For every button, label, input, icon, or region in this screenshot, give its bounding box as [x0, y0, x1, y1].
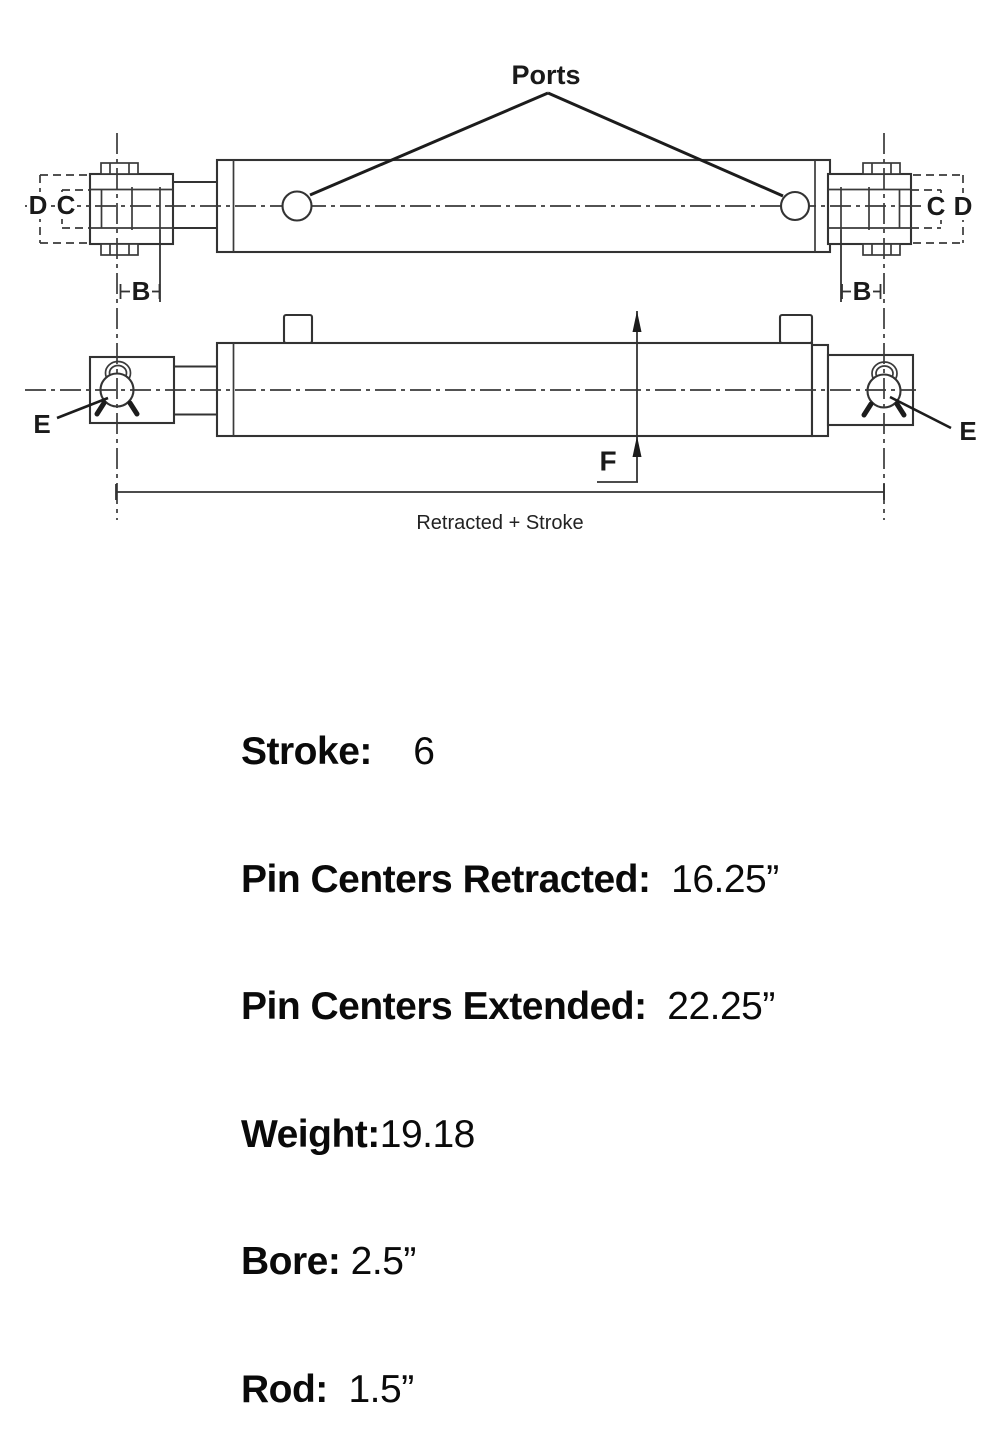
spec-rod-label: Rod: [241, 1367, 328, 1411]
b-right-label: B [853, 276, 872, 306]
spec-stroke: Stroke: 6 [241, 730, 779, 774]
spec-rod: Rod: 1.5” [241, 1367, 779, 1412]
dim-b-left: B [119, 230, 161, 306]
spec-stroke-value: 6 [371, 730, 435, 773]
right-port-hole [779, 190, 811, 222]
spec-weight: Weight:19.18 [241, 1112, 779, 1157]
left-port-boss [282, 313, 314, 345]
retracted-stroke-label: Retracted + Stroke [416, 512, 583, 534]
spec-rod-value: 1.5” [327, 1367, 414, 1411]
c-right-label: C [927, 191, 946, 221]
spec-pin-centers-retracted-label: Pin Centers Retracted: [241, 857, 651, 901]
b-left-label: B [132, 276, 151, 306]
right-clevis-pin-nut [862, 162, 901, 256]
spec-weight-label: Weight: [241, 1112, 380, 1156]
left-port-hole [281, 190, 313, 222]
spec-list: Stroke: 6 Pin Centers Retracted: 16.25” … [241, 646, 779, 1454]
right-port-boss [778, 313, 814, 345]
ports-label: Ports [511, 60, 580, 90]
spec-pin-centers-retracted-value: 16.25” [650, 857, 779, 901]
e-right-label: E [959, 416, 976, 446]
hydraulic-cylinder-drawing: Ports D C C D B [25, 60, 977, 1410]
e-callout-left: E [33, 396, 109, 439]
spec-bore: Bore: 2.5” [241, 1240, 779, 1284]
spec-bore-label: Bore: [241, 1240, 341, 1283]
ports-leader-left [309, 91, 549, 197]
spec-pin-centers-extended-label: Pin Centers Extended: [241, 985, 647, 1028]
f-label: F [599, 446, 616, 477]
spec-weight-value: 19.18 [379, 1112, 476, 1156]
technical-drawing-svg: Ports D C C D B [25, 60, 977, 534]
e-left-label: E [33, 409, 50, 439]
dim-retracted-stroke: Retracted + Stroke [115, 484, 885, 534]
top-view-cylinder [88, 313, 915, 438]
spec-pin-centers-extended-value: 22.25” [646, 985, 775, 1028]
ports-callout: Ports [309, 60, 784, 198]
centerlines [25, 133, 935, 520]
d-right-label: D [954, 191, 973, 221]
spec-bore-value: 2.5” [340, 1240, 417, 1283]
dim-f: F [597, 311, 642, 483]
spec-stroke-label: Stroke: [241, 730, 372, 773]
c-left-label: C [57, 190, 76, 220]
ports-leader-right [547, 91, 784, 198]
d-left-label: D [29, 190, 48, 220]
spec-pin-centers-extended: Pin Centers Extended: 22.25” [241, 985, 779, 1029]
dim-b-right: B [840, 230, 882, 306]
left-clevis-pin-nut [100, 162, 139, 256]
spec-pin-centers-retracted: Pin Centers Retracted: 16.25” [241, 857, 779, 902]
e-callout-right: E [889, 395, 977, 446]
